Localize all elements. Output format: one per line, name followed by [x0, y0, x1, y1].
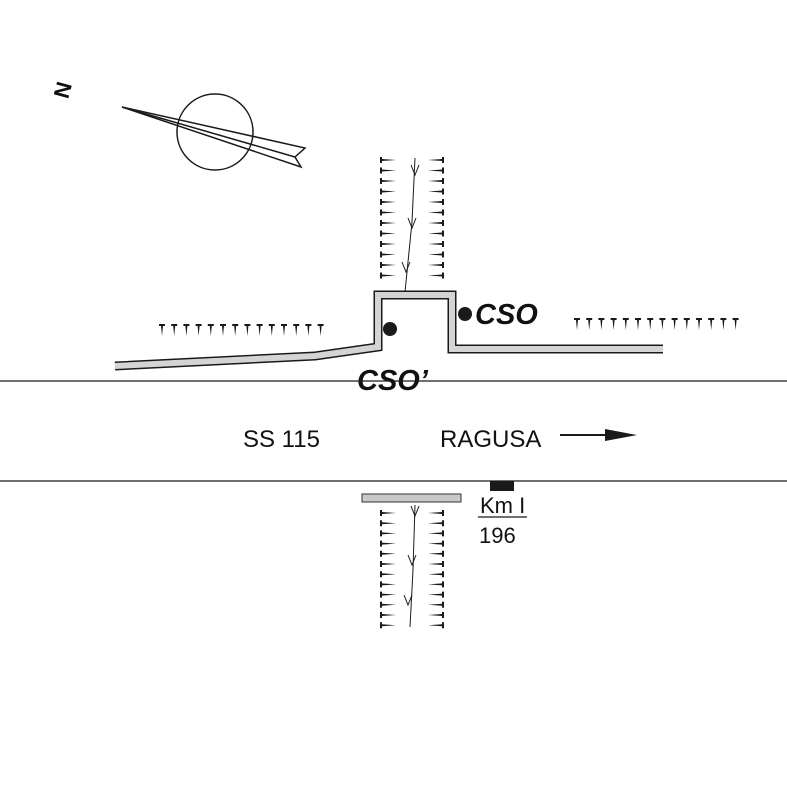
hachure-mark: [671, 318, 678, 330]
hachure-mark: [428, 220, 444, 226]
hachure-mark: [428, 510, 444, 516]
hachure-mark: [380, 262, 396, 268]
north-arrow-icon: [121, 93, 307, 171]
hachure-mark: [244, 324, 251, 336]
hachure-mark: [380, 272, 396, 279]
hachure-mark: [195, 324, 202, 336]
hachure-mark: [220, 324, 226, 336]
hachure-mark: [428, 209, 444, 216]
hachure-mark: [380, 601, 396, 608]
km-marker: [490, 481, 514, 491]
hachure-mark: [428, 612, 444, 618]
hachure-mark: [380, 591, 396, 598]
hachure-mark: [380, 220, 396, 226]
hachure-mark: [732, 318, 739, 330]
hachure-mark: [428, 530, 444, 537]
hachure-mark: [380, 230, 396, 237]
hachure-mark: [428, 272, 444, 279]
hachure-mark: [281, 324, 287, 336]
hachure-mark: [232, 324, 239, 336]
hachure-mark: [268, 324, 275, 336]
hachure-mark: [428, 262, 444, 268]
stream-south: [409, 504, 416, 628]
hachure-mark: [696, 318, 702, 330]
hachure-mark: [622, 318, 629, 330]
hachure-mark: [183, 324, 190, 336]
hachure-mark: [659, 318, 666, 330]
culvert-structure: [114, 290, 663, 371]
cso-point: [458, 307, 472, 321]
hachure-mark: [428, 571, 444, 578]
hachure-mark: [610, 318, 617, 330]
hachure-mark: [380, 520, 396, 527]
hachure-mark: [428, 188, 444, 195]
hachure-mark: [380, 550, 396, 557]
hachure-mark: [293, 324, 300, 336]
hachure-mark: [428, 601, 444, 608]
hachure-mark: [428, 241, 444, 247]
hachure-mark: [256, 324, 263, 336]
hachure-mark: [380, 571, 396, 578]
hachure-mark: [380, 178, 396, 184]
hachure-mark: [635, 318, 641, 330]
hachure-mark: [380, 188, 396, 195]
road-name: SS 115: [243, 426, 320, 453]
hachure-mark: [207, 324, 214, 336]
hachure-mark: [305, 324, 312, 336]
hachure-mark: [428, 178, 444, 184]
hachure-mark: [171, 324, 178, 336]
hachure-mark: [380, 510, 396, 516]
hachure-mark: [428, 550, 444, 557]
hachure-mark: [380, 530, 396, 537]
hachure-mark: [708, 318, 715, 330]
hachure-mark: [428, 520, 444, 527]
hachure-mark: [598, 318, 605, 330]
hachure-mark: [159, 324, 165, 336]
hachure-mark: [380, 540, 396, 547]
hachure-mark: [380, 561, 396, 567]
km-label: Km I: [480, 493, 525, 518]
hachure-mark: [428, 167, 444, 174]
south-culvert-headwall: [361, 493, 462, 503]
hachure-mark: [380, 199, 396, 205]
hachure-mark: [428, 230, 444, 237]
direction-arrow-icon: [560, 429, 637, 441]
hachure-mark: [428, 199, 444, 205]
hachure-mark: [428, 581, 444, 588]
hachure-mark: [380, 612, 396, 618]
hachure-mark: [428, 157, 444, 163]
hachure-mark: [380, 241, 396, 247]
cso-prime-point: [383, 322, 397, 336]
hachure-mark: [428, 540, 444, 547]
hachure-mark: [317, 324, 324, 336]
hachure-mark: [380, 167, 396, 174]
hachure-mark: [647, 318, 654, 330]
direction-label: RAGUSA: [440, 426, 541, 453]
hachure-mark: [428, 251, 444, 258]
stream-arrow: [403, 505, 420, 607]
stream-flow-lines: [401, 157, 420, 628]
km-value: 196: [479, 523, 516, 548]
hachure-mark: [428, 591, 444, 598]
hachure-mark: [683, 318, 690, 330]
stream-arrow: [401, 164, 420, 274]
hachure-mark: [574, 318, 580, 330]
north-label: N: [49, 79, 77, 101]
hachure-mark: [380, 209, 396, 216]
hachure-mark: [428, 561, 444, 567]
hachure-mark: [380, 622, 396, 629]
hachure-mark: [380, 157, 396, 163]
hachure-mark: [380, 251, 396, 258]
hachure-mark: [380, 581, 396, 588]
slope-hachures: [159, 157, 739, 629]
hachure-mark: [428, 622, 444, 629]
cso-label: CSO: [475, 299, 538, 331]
hachure-mark: [720, 318, 727, 330]
hachure-mark: [586, 318, 593, 330]
